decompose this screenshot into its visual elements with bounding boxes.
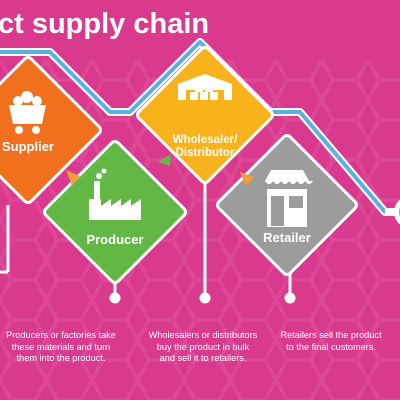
arrow-supplier-to-producer xyxy=(66,170,80,186)
retailer-description-line-1: Retailers sell the product xyxy=(280,330,382,340)
distributor-description-line-3: and sell it to retailers. xyxy=(159,353,247,363)
page-title: ct supply chain xyxy=(0,8,210,40)
distributor-description: Wholesalers or distributors buy the prod… xyxy=(140,330,266,365)
next-stage-partial-circle xyxy=(394,199,400,225)
supplier-label: Supplier xyxy=(0,140,56,154)
retailer-description-line-2: to the final customers. xyxy=(286,341,376,352)
retailer-label: Retailer xyxy=(252,231,322,245)
producer-description-line-2: these materials and turn xyxy=(11,341,111,352)
supplier-label-text: Supplier xyxy=(1,139,54,154)
distributor-description-line-2: buy the product in bulk xyxy=(156,341,250,352)
producer-label-text: Producer xyxy=(86,232,144,247)
flow-path xyxy=(0,40,400,214)
distributor-diamond xyxy=(136,46,274,184)
producer-description-line-1: Producers or factories take xyxy=(6,330,116,340)
retailer-description: Retailers sell the product to the final … xyxy=(268,330,394,353)
arrow-distributor-to-retailer xyxy=(240,172,254,186)
distributor-label-line-1: Wholesaler/ xyxy=(172,134,238,146)
arrow-producer-to-distributor xyxy=(158,154,171,166)
factory-icon xyxy=(89,168,141,220)
storefront-icon xyxy=(265,170,313,227)
mine-cart-icon xyxy=(9,91,46,134)
retailer-label-text: Retailer xyxy=(263,230,311,245)
producer-label: Producer xyxy=(78,233,152,247)
distributor-description-line-1: Wholesalers or distributors xyxy=(148,330,258,340)
producer-description: Producers or factories take these materi… xyxy=(0,330,122,365)
warehouse-icon xyxy=(178,74,232,101)
producer-description-line-3: them into the product. xyxy=(16,353,106,363)
connector-lines xyxy=(0,175,296,304)
distributor-label: Wholesaler/ Distributor xyxy=(160,134,250,160)
distributor-label-line-2: Distributor xyxy=(175,147,235,159)
